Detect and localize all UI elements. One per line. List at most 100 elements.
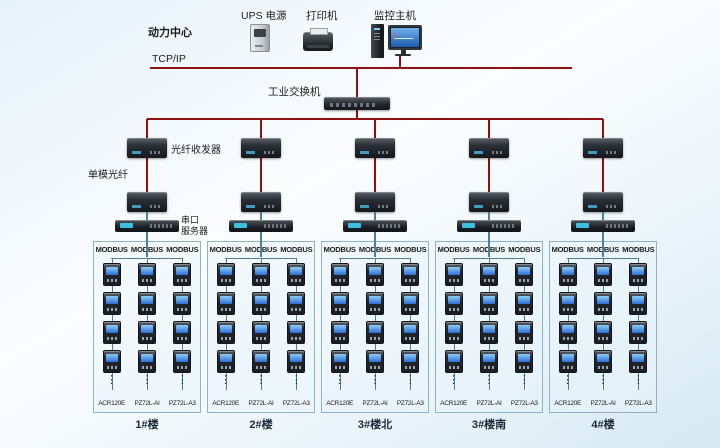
- meter-icon: [216, 292, 235, 315]
- meter-column: ⋮: [393, 258, 428, 398]
- group-drop-lines: [146, 119, 604, 139]
- tcpip-label: TCP/IP: [152, 53, 186, 65]
- ellipsis: ⋮: [518, 374, 530, 386]
- modbus-label: MODBUS: [166, 245, 199, 254]
- ellipsis: ⋮: [483, 374, 495, 386]
- meter-icon: [216, 263, 235, 286]
- pc-tower-icon: [371, 24, 384, 58]
- ellipsis: ⋮: [597, 374, 609, 386]
- meter-icon: [401, 350, 420, 373]
- building-label: 1#楼: [135, 419, 159, 431]
- meter-grid: ⋮ ⋮ ⋮: [436, 258, 542, 398]
- meter-column: ⋮: [436, 258, 471, 398]
- building-group: MODBUS MODBUS MODBUS ⋮: [321, 130, 429, 442]
- modbus-label: MODBUS: [508, 245, 541, 254]
- meter-icon: [173, 292, 192, 315]
- meter-icon: [629, 263, 648, 286]
- meter-icon: [137, 292, 156, 315]
- meter-icon: [137, 263, 156, 286]
- meter-icon: [102, 263, 121, 286]
- meter-icon: [173, 350, 192, 373]
- printer-icon: [303, 28, 333, 51]
- meter-icon: [330, 321, 349, 344]
- meter-icon: [287, 350, 306, 373]
- building-label: 2#楼: [249, 419, 273, 431]
- modbus-label: MODBUS: [394, 245, 427, 254]
- meter-icon: [444, 321, 463, 344]
- modbus-label: MODBUS: [209, 245, 242, 254]
- meter-icon: [515, 321, 534, 344]
- meter-icon: [216, 321, 235, 344]
- serial-server-icon: [343, 220, 407, 232]
- meter-grid: ⋮ ⋮ ⋮: [322, 258, 428, 398]
- meter-model-row: ACR120E PZ72L-AI PZ72L-A3: [208, 400, 314, 407]
- meter-icon: [251, 321, 270, 344]
- meter-model-label: ACR120E: [212, 400, 240, 407]
- fiber-link-line: [602, 158, 604, 192]
- meter-panel: MODBUS MODBUS MODBUS ⋮: [549, 241, 657, 413]
- monitor-screen-icon: [388, 25, 422, 50]
- modbus-label: MODBUS: [280, 245, 313, 254]
- building-label: 3#楼南: [471, 419, 507, 431]
- meter-icon: [593, 350, 612, 373]
- meter-icon: [287, 292, 306, 315]
- ellipsis: ⋮: [141, 374, 153, 386]
- meter-model-row: ACR120E PZ72L-AI PZ72L-A3: [550, 400, 656, 407]
- meter-icon: [137, 350, 156, 373]
- meter-model-row: ACR120E PZ72L-AI PZ72L-A3: [94, 400, 200, 407]
- meter-column: ⋮: [471, 258, 506, 398]
- fiber-link-line: [374, 158, 376, 192]
- power-center-label: 动力中心: [148, 27, 192, 39]
- meter-column: ⋮: [208, 258, 243, 398]
- meter-model-label: ACR120E: [440, 400, 468, 407]
- fiber-transceiver-icon: [469, 192, 509, 212]
- meter-column: ⋮: [322, 258, 357, 398]
- meter-icon: [330, 292, 349, 315]
- building-group: MODBUS MODBUS MODBUS ⋮: [207, 130, 315, 442]
- meter-icon: [365, 263, 384, 286]
- fiber-transceiver-label: 光纤收发器: [171, 145, 221, 156]
- fiber-transceiver-icon: [241, 192, 281, 212]
- meter-column: ⋮: [94, 258, 129, 398]
- meter-model-label: PZ72L-AI: [134, 400, 160, 407]
- industrial-switch-icon: [324, 97, 390, 110]
- ellipsis: ⋮: [562, 374, 574, 386]
- fiber-transceiver-icon: [127, 138, 167, 158]
- meter-icon: [593, 292, 612, 315]
- meter-icon: [251, 292, 270, 315]
- ellipsis: ⋮: [369, 374, 381, 386]
- meter-icon: [629, 292, 648, 315]
- meter-column: ⋮: [550, 258, 585, 398]
- meter-panel: MODBUS MODBUS MODBUS ⋮: [93, 241, 201, 413]
- switch-label: 工业交换机: [268, 86, 321, 98]
- meter-column: ⋮: [279, 258, 314, 398]
- meter-column: ⋮: [585, 258, 620, 398]
- meter-icon: [102, 321, 121, 344]
- serial-server-icon: [571, 220, 635, 232]
- fiber-transceiver-icon: [469, 138, 509, 158]
- meter-model-label: PZ72L-AI: [362, 400, 388, 407]
- meter-model-label: PZ72L-A3: [282, 400, 310, 407]
- serial-server-icon: [229, 220, 293, 232]
- serial-server-icon: [457, 220, 521, 232]
- meter-icon: [515, 263, 534, 286]
- fiber-link-line: [146, 158, 148, 192]
- meter-icon: [365, 350, 384, 373]
- fiber-transceiver-icon: [583, 138, 623, 158]
- meter-icon: [102, 350, 121, 373]
- fiber-link-line: [488, 158, 490, 192]
- meter-column: ⋮: [357, 258, 392, 398]
- ellipsis: ⋮: [220, 374, 232, 386]
- meter-icon: [515, 350, 534, 373]
- meter-icon: [173, 321, 192, 344]
- fiber-link-line: [260, 158, 262, 192]
- serial-server-label: 串口 服务器: [181, 215, 209, 236]
- meter-icon: [558, 292, 577, 315]
- meter-icon: [479, 263, 498, 286]
- building-label: 4#楼: [591, 419, 615, 431]
- meter-icon: [444, 292, 463, 315]
- serial-server-icon: [115, 220, 179, 232]
- meter-icon: [330, 350, 349, 373]
- meter-model-label: ACR120E: [326, 400, 354, 407]
